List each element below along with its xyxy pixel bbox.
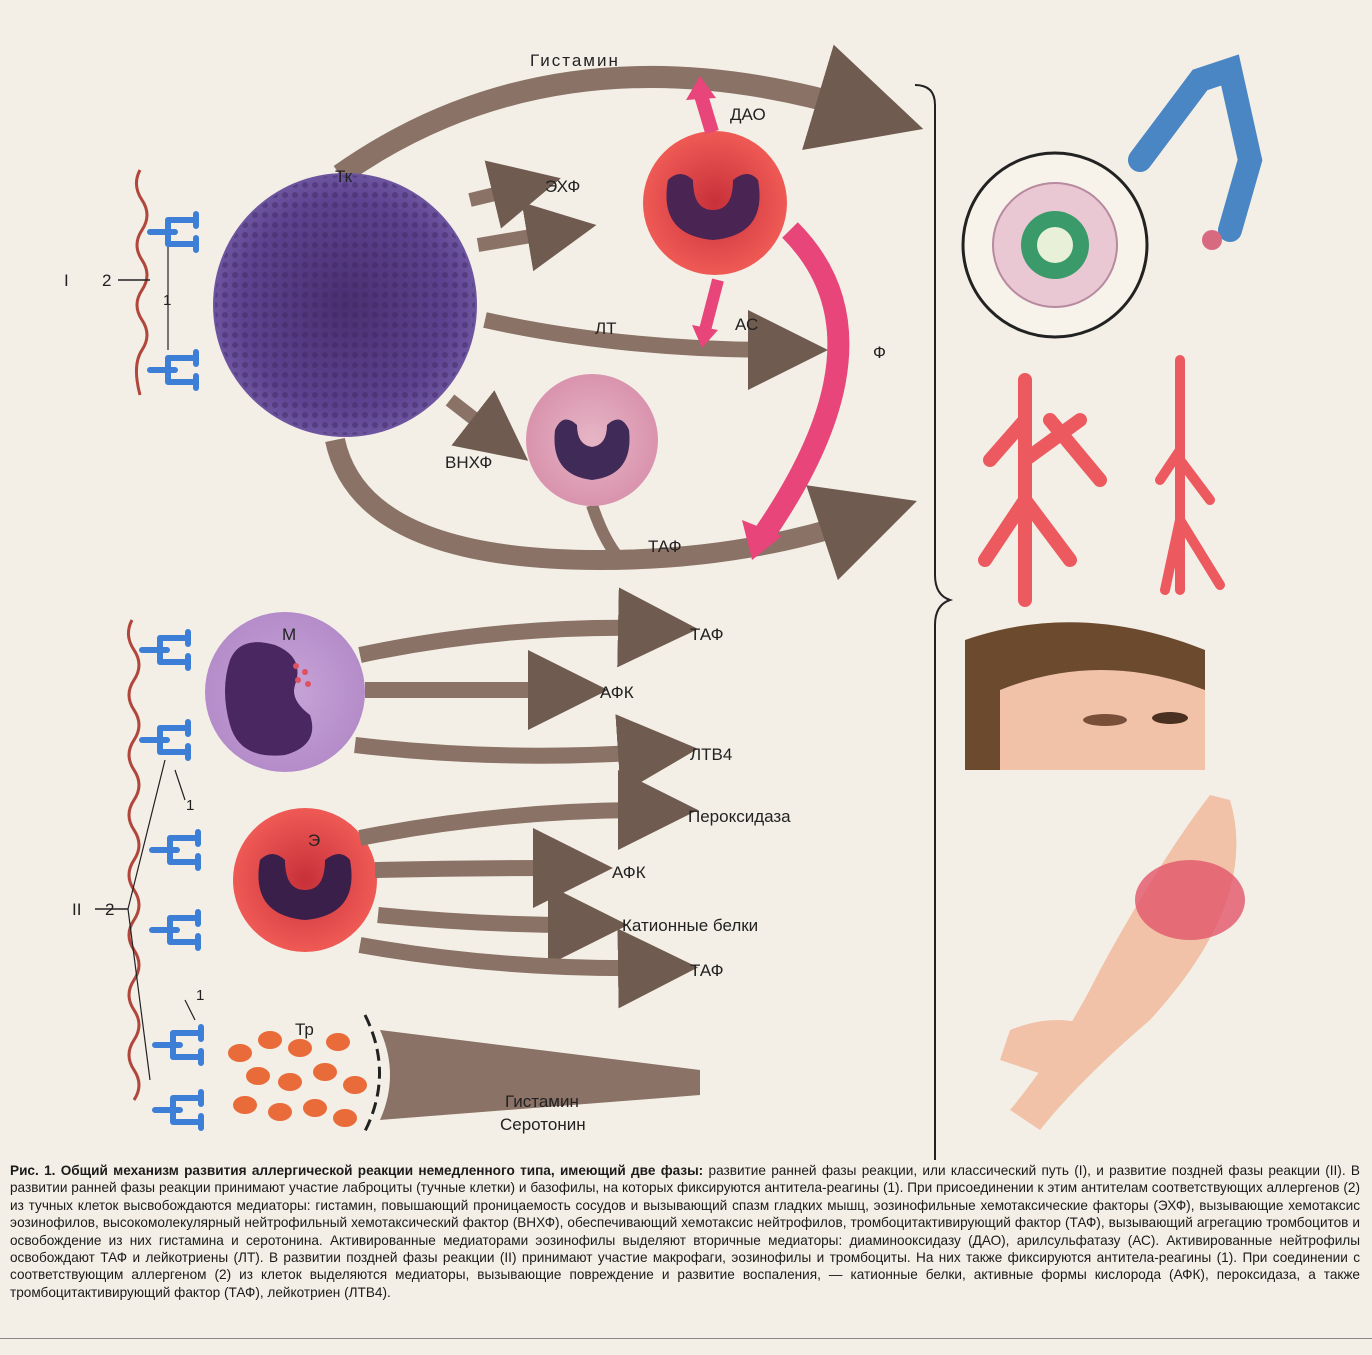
eosinophil-phase-two bbox=[233, 808, 377, 952]
macrophage-output-2: АФК bbox=[600, 683, 634, 702]
lt-arrow bbox=[483, 309, 828, 390]
bronchus-icon bbox=[961, 54, 1263, 339]
macrophage-paf-arrow bbox=[358, 587, 698, 668]
antibody-icon bbox=[152, 1024, 204, 1066]
paf-label-phase-one: ТАФ bbox=[648, 537, 682, 556]
eosinophil-nucleus bbox=[666, 174, 760, 240]
eosinophil-label: Э bbox=[308, 831, 320, 850]
unlabeled-arrow bbox=[476, 202, 597, 272]
neutrophil-to-paf-arrow bbox=[586, 503, 630, 570]
allergen-number-label: 2 bbox=[102, 271, 111, 290]
eosinophil-cationic-arrow bbox=[377, 884, 628, 965]
macrophage-output-1: ТАФ bbox=[690, 625, 724, 644]
phase-two-label: II bbox=[72, 900, 81, 919]
allergen-branch-lines bbox=[127, 759, 196, 1081]
hmncf-arrow bbox=[445, 390, 529, 461]
eosinophil-output-3: Катионные белки bbox=[622, 916, 758, 935]
eosinophil-output-2: АФК bbox=[612, 863, 646, 882]
platelet-release-cone bbox=[380, 1030, 700, 1120]
allergen-number-label-phase-two: 2 bbox=[105, 900, 114, 919]
eosinophil-output-1: Пероксидаза bbox=[688, 807, 791, 826]
platelet-boundary-dash bbox=[361, 1014, 381, 1136]
antibody-icon bbox=[149, 829, 201, 871]
neutrophil-nucleus bbox=[554, 419, 630, 480]
antibody-icon bbox=[147, 211, 199, 253]
eosinophil-nucleus bbox=[258, 854, 352, 920]
macrophage-output-3: ЛТB4 bbox=[690, 745, 732, 764]
phase-one-group: I 2 1 Гистамин Тк ЭХФ ЛТ ВНХФ ТАФ ДАО bbox=[64, 44, 1263, 1160]
f-arc-arrow bbox=[750, 222, 850, 547]
allergy-mechanism-figure: I 2 1 Гистамин Тк ЭХФ ЛТ ВНХФ ТАФ ДАО bbox=[64, 44, 1263, 1160]
macrophage-nucleus bbox=[225, 642, 313, 756]
histamine-arc-arrow bbox=[333, 44, 924, 184]
antibody-icon bbox=[139, 719, 191, 761]
antibody-icon bbox=[149, 909, 201, 951]
ecf-label: ЭХФ bbox=[545, 177, 580, 196]
ecf-arrow bbox=[468, 160, 561, 229]
platelet-output-2: Серотонин bbox=[500, 1115, 586, 1134]
eosinophil-paf-arrow bbox=[358, 928, 698, 1009]
lt-label: ЛТ bbox=[595, 319, 617, 338]
bottom-divider bbox=[0, 1338, 1372, 1339]
as-label: АС bbox=[735, 315, 758, 334]
caption-title: Рис. 1. Общий механизм развития аллергич… bbox=[10, 1163, 704, 1178]
macrophage-ltb4-arrow bbox=[354, 714, 698, 795]
eosinophil-output-4: ТАФ bbox=[690, 961, 724, 980]
histamine-label-top: Гистамин bbox=[530, 51, 620, 70]
platelets-label: Тр bbox=[295, 1020, 314, 1039]
antibody-icon bbox=[147, 349, 199, 391]
membrane-line-phase-one bbox=[135, 169, 149, 396]
antibody-number-label: 1 bbox=[163, 292, 171, 309]
dao-label: ДАО bbox=[730, 105, 766, 124]
figure-caption: Рис. 1. Общий механизм развития аллергич… bbox=[10, 1162, 1360, 1301]
target-bracket bbox=[914, 84, 954, 1160]
neutrophil bbox=[526, 374, 658, 506]
phase-two-group: II 2 1 1 М Э Тр bbox=[72, 587, 1245, 1136]
vessels-icon bbox=[978, 355, 1225, 607]
hmncf-label: ВНХФ bbox=[445, 453, 492, 472]
antibody-number-label-macrophage: 1 bbox=[186, 797, 194, 814]
arm-illustration-icon bbox=[1000, 795, 1245, 1130]
antibody-icon bbox=[152, 1089, 204, 1131]
face-illustration-icon bbox=[965, 622, 1205, 770]
caption-body: развитие ранней фазы реакции, или класси… bbox=[10, 1163, 1360, 1300]
mast-cell-label: Тк bbox=[335, 167, 353, 186]
macrophage-label: М bbox=[282, 625, 296, 644]
eosinophil-peroxidase-arrow bbox=[358, 770, 698, 851]
eosinophil-afk-arrow bbox=[374, 828, 613, 909]
phase-one-label: I bbox=[64, 271, 69, 290]
eosinophil-phase-one bbox=[643, 131, 787, 275]
as-arrow bbox=[699, 278, 724, 332]
membrane-line-phase-two bbox=[127, 619, 141, 1101]
platelets-cluster bbox=[228, 1031, 367, 1127]
platelet-output-1: Гистамин bbox=[505, 1092, 579, 1111]
antibody-icon bbox=[139, 629, 191, 671]
paf-arc-arrow bbox=[325, 437, 917, 581]
antibody-number-label-platelets: 1 bbox=[196, 987, 204, 1004]
f-label: Ф bbox=[873, 343, 886, 362]
